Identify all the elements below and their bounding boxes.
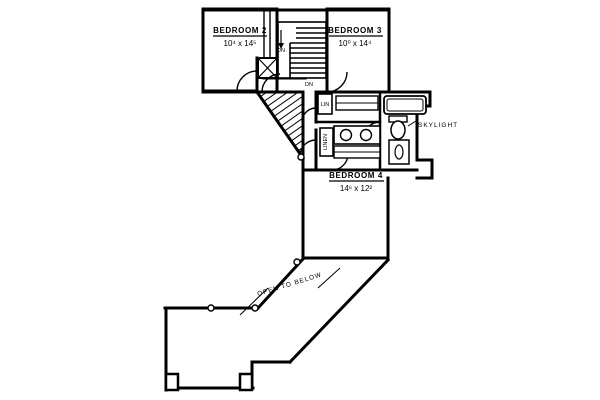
toilet: [388, 115, 408, 140]
door-linen-upper: [301, 107, 317, 123]
balcony-column-left: [164, 372, 180, 392]
stair-down-label-upper: DN: [277, 48, 285, 54]
bedroom-3-dimension: 10⁰ x 14⁴: [339, 39, 372, 48]
leader-line-group: [239, 120, 417, 316]
sloped-ceiling-hatch: [258, 93, 302, 157]
skylight-annotation: SKYLIGHT: [418, 122, 458, 129]
closet-x-2: [257, 57, 278, 79]
window-group: [207, 153, 305, 312]
door-hall: [261, 73, 281, 93]
bedroom-2-label: BEDROOM 2: [213, 26, 267, 35]
fixture-group: [317, 93, 427, 165]
door-bedroom-3: [326, 71, 348, 93]
railing-post-1: [207, 304, 215, 312]
stair-down-label-lower: DN: [305, 82, 313, 88]
linen-closet-lower-label: LINEN: [323, 134, 329, 150]
skylight-leader: [407, 120, 417, 127]
open-below-leader-1: [239, 287, 269, 316]
bedroom-3-walls: [325, 7, 391, 94]
stair-arrow-head: [278, 43, 284, 49]
linen-closet-upper-label: LIN: [321, 102, 330, 108]
railing-post-4: [297, 153, 305, 161]
railing-post-3: [293, 258, 301, 266]
open-below-diagonal-right: [287, 257, 391, 365]
balcony-column-group: [164, 372, 254, 392]
stair-shaft: [277, 21, 327, 79]
door-bedroom-2: [236, 70, 258, 92]
linen-upper-closet-box: [317, 93, 333, 115]
vanity-sink-right: [359, 128, 373, 142]
bedroom-2-dimension: 10⁴ x 14⁵: [224, 39, 257, 48]
bedroom-2-closet: [257, 10, 278, 79]
bedroom-3-label: BEDROOM 3: [328, 26, 382, 35]
bedroom-4-dimension: 14⁶ x 12²: [340, 184, 373, 193]
bathtub-inner: [386, 98, 424, 112]
open-below-diagonal-upper: [255, 256, 306, 311]
bedroom-4-label: BEDROOM 4: [329, 171, 383, 180]
shower-drain: [394, 144, 404, 160]
vanity-sink-left: [339, 128, 353, 142]
linen-lower-closet-box: [319, 127, 334, 157]
open-below-leader-2: [317, 267, 341, 289]
stair-run: [277, 21, 327, 79]
railing-post-2: [251, 304, 259, 312]
balcony-column-right: [238, 372, 254, 392]
toilet-bowl: [390, 120, 406, 140]
